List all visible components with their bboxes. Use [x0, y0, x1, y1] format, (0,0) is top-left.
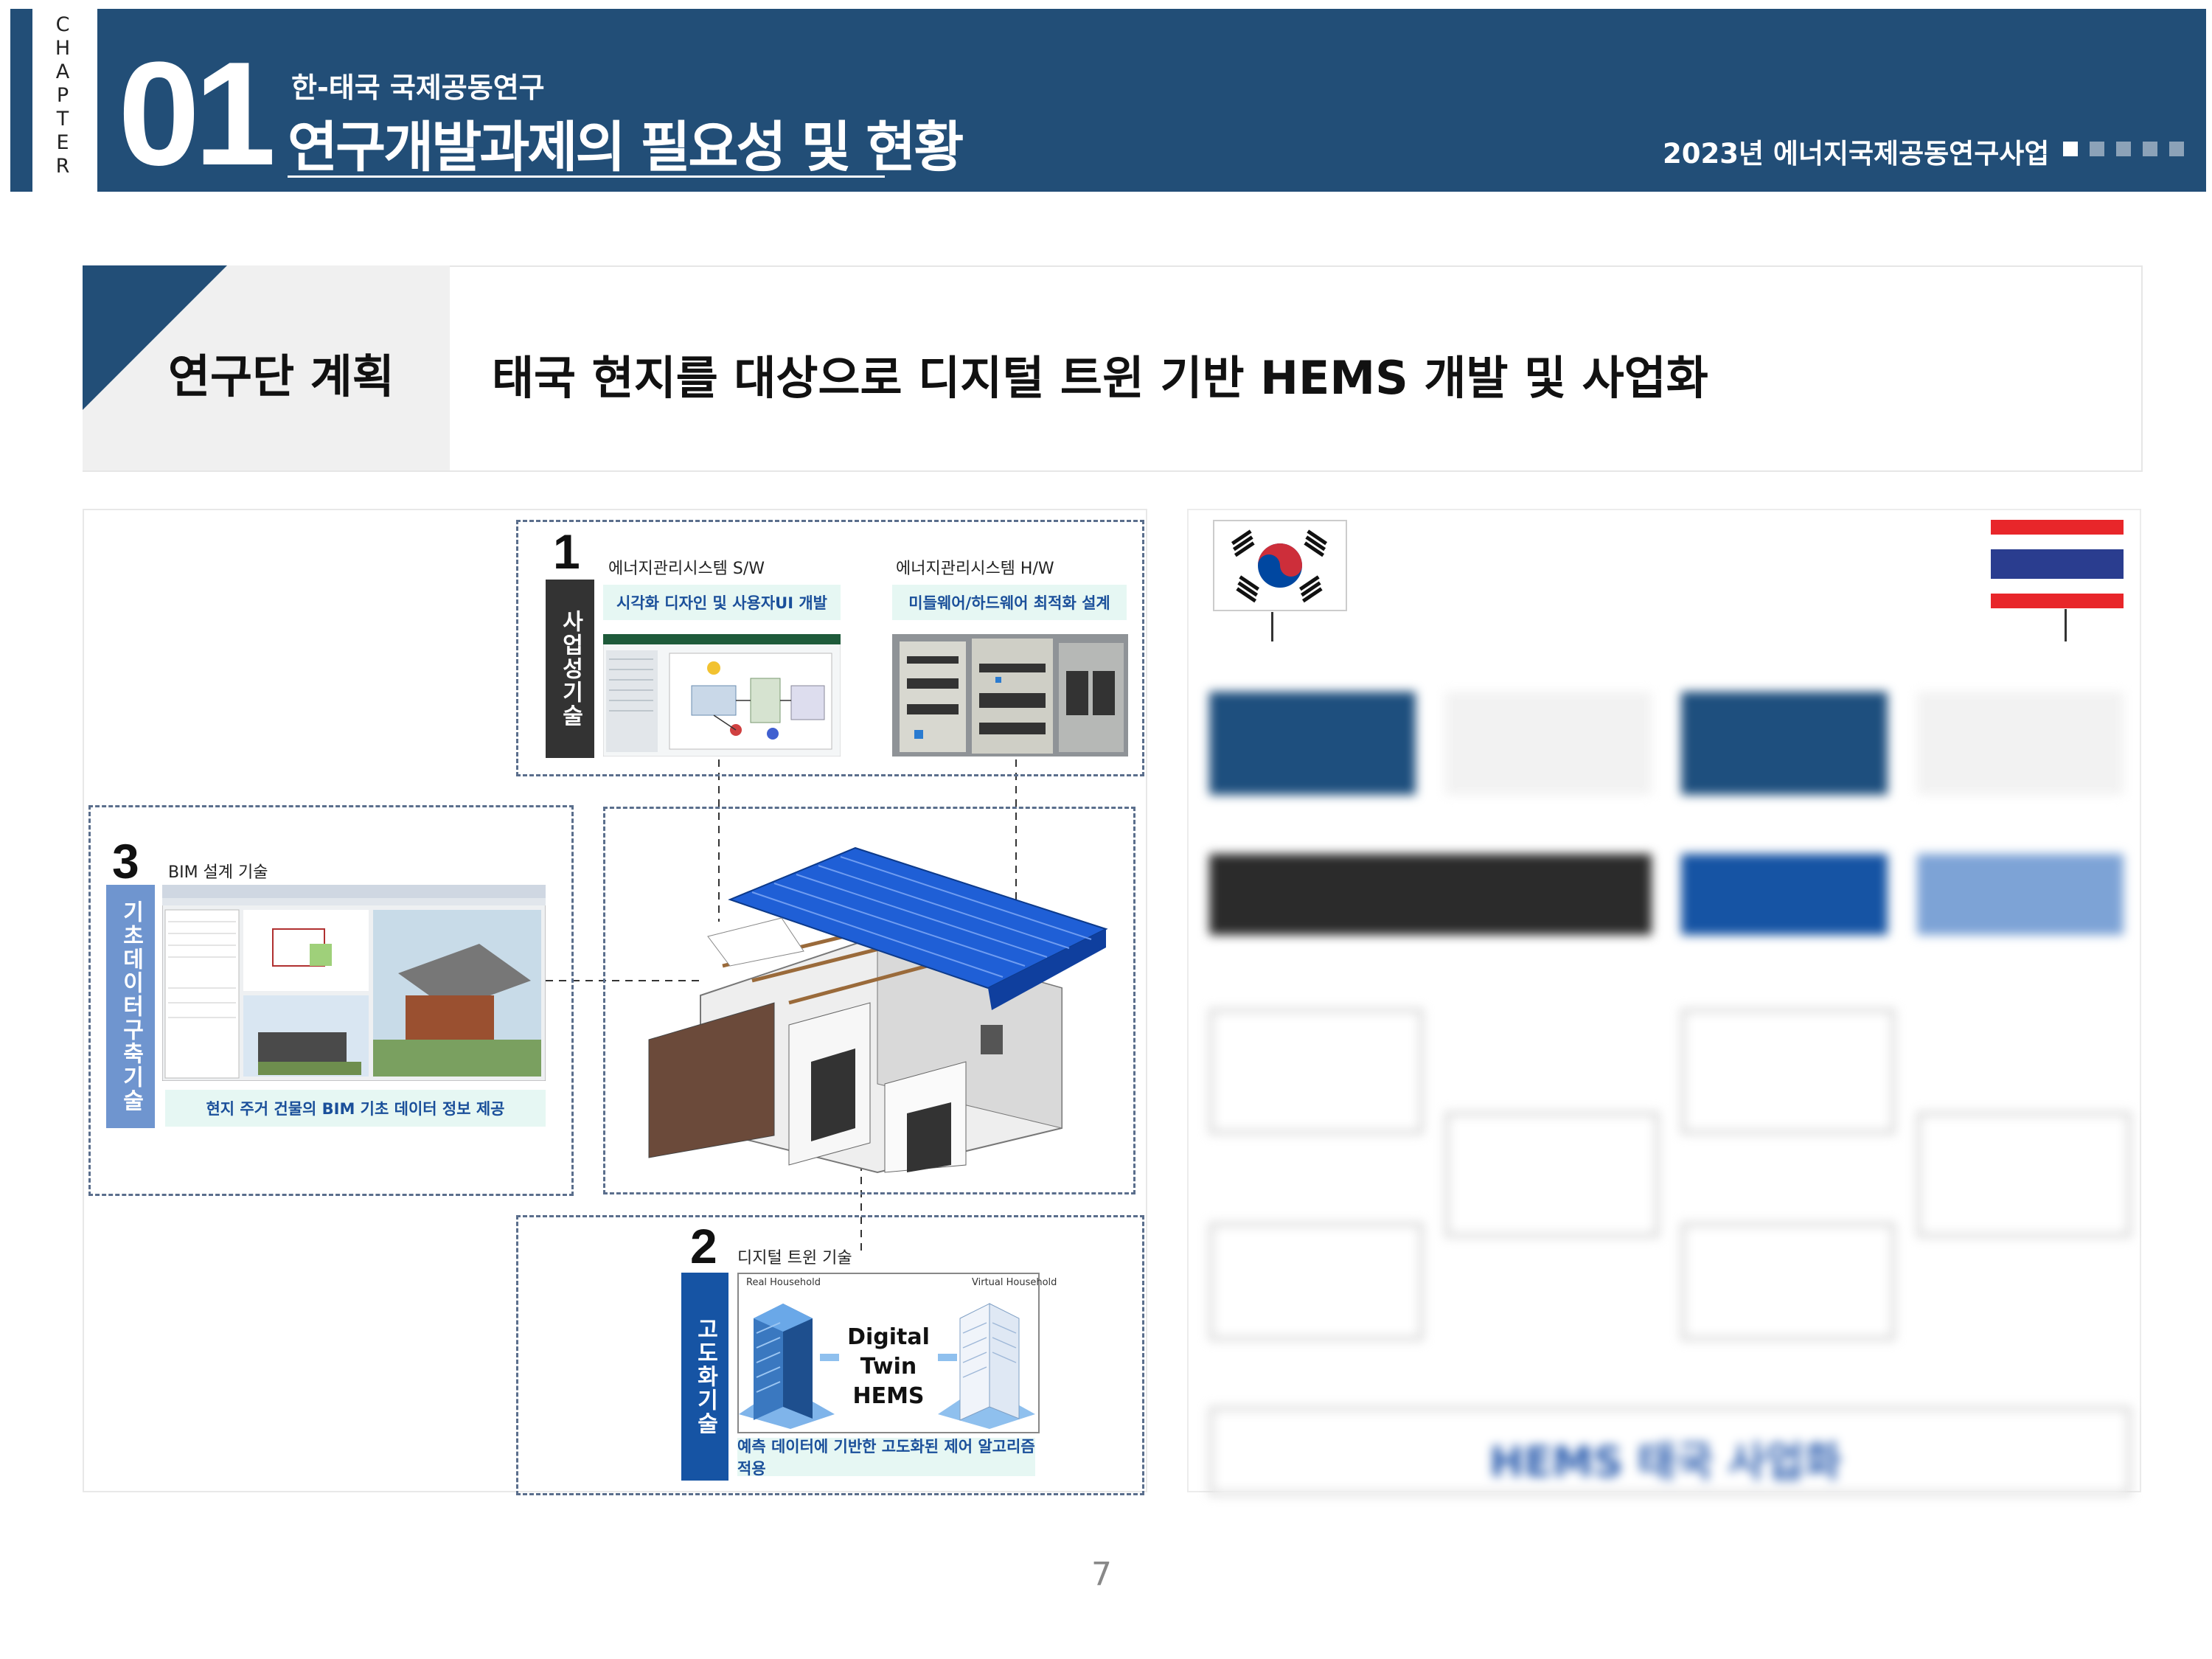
blurred-tech-bar [1209, 854, 1652, 935]
program-name: 2023년 에너지국제공동연구사업 [1663, 138, 2050, 170]
blurred-org-box [1445, 692, 1652, 795]
page-dot [2169, 142, 2184, 156]
tech1-number: 1 [553, 524, 580, 579]
blurred-task-box [1209, 1222, 1423, 1340]
hardware-panel-photo [892, 634, 1128, 757]
tech1-box [516, 520, 1144, 776]
blurred-task-box [1445, 1112, 1659, 1237]
digital-twin-line2: HEMS [852, 1383, 925, 1409]
blurred-task-box [1681, 1222, 1895, 1340]
tech3-box [88, 805, 574, 1196]
tech1-hw-label: 미들웨어/하드웨어 최적화 설계 [892, 585, 1127, 620]
plan-text: 태국 현지를 대상으로 디지털 트윈 기반 HEMS 개발 및 사업화 [492, 351, 1708, 405]
page-dot [2143, 142, 2157, 156]
tech1-hw-caption: 에너지관리시스템 H/W [896, 560, 1054, 578]
page-dot-active [2063, 142, 2078, 156]
blurred-bottom-box [1209, 1407, 2131, 1495]
chapter-label-strip [32, 9, 97, 192]
page-indicator [2063, 142, 2184, 156]
tech3-caption: BIM 설계 기술 [168, 863, 268, 882]
chapter-header [10, 9, 2206, 192]
tech3-number: 3 [112, 834, 139, 888]
tech1-tag: 사업성기술 [546, 580, 594, 758]
blurred-bottom-text: HEMS 태국 사업화 [1489, 1439, 1842, 1486]
page-dot [2116, 142, 2131, 156]
thailand-flag-line [2065, 609, 2067, 641]
korea-flag-icon [1213, 520, 1347, 611]
digital-twin-title: Digital Twin HEMS [826, 1323, 951, 1411]
page-number: 7 [1091, 1556, 1112, 1593]
blurred-org-box [1917, 692, 2124, 795]
tech1-sw-label: 시각화 디자인 및 사용자UI 개발 [603, 585, 841, 620]
software-ui-screenshot [603, 634, 841, 757]
tech1-sw-caption: 에너지관리시스템 S/W [608, 560, 765, 578]
house-box [603, 807, 1135, 1194]
corner-triangle [83, 265, 227, 410]
blurred-org-chart: HEMS 태국 사업화 [1194, 640, 2131, 1495]
page-title: 연구개발과제의 필요성 및 현황 [288, 116, 964, 179]
blurred-task-box [1209, 1009, 1423, 1134]
korea-flag-line [1271, 612, 1273, 641]
thailand-flag-icon [1991, 520, 2124, 608]
title-underline [288, 175, 885, 178]
header-subtitle: 한-태국 국제공동연구 [291, 72, 545, 104]
bim-software-screenshot [162, 885, 546, 1081]
tech2-bottom-label: 예측 데이터에 기반한 고도화된 제어 알고리즘 적용 [737, 1438, 1035, 1478]
tech2-tag: 고도화기술 [681, 1273, 728, 1481]
digital-twin-line1: Digital Twin [847, 1324, 930, 1380]
chapter-accent-bar [16, 9, 27, 192]
blurred-task-box [1917, 1112, 2131, 1237]
blurred-org-box [1681, 692, 1888, 795]
blurred-org-box [1209, 692, 1416, 795]
chapter-number: 01 [118, 32, 276, 196]
blurred-tech-bar [1681, 854, 1888, 935]
tech2-box [516, 1215, 1144, 1495]
tech3-bottom-label: 현지 주거 건물의 BIM 기초 데이터 정보 제공 [165, 1090, 546, 1127]
tech2-number: 2 [690, 1219, 717, 1273]
blurred-tech-bar [1917, 854, 2124, 935]
house-3d-model [648, 846, 1108, 1174]
chapter-label: C H A P T E R [55, 13, 71, 178]
real-household-label: Real Household [746, 1277, 821, 1288]
tech2-caption: 디지털 트윈 기술 [737, 1249, 852, 1267]
tech3-tag: 기초데이터구축기술 [106, 885, 155, 1128]
blurred-task-box [1681, 1009, 1895, 1134]
twin-buildings-illustration [739, 1303, 1035, 1429]
virtual-household-label: Virtual Household [972, 1277, 1057, 1288]
page-dot [2090, 142, 2104, 156]
plan-label: 연구단 계획 [168, 349, 394, 403]
